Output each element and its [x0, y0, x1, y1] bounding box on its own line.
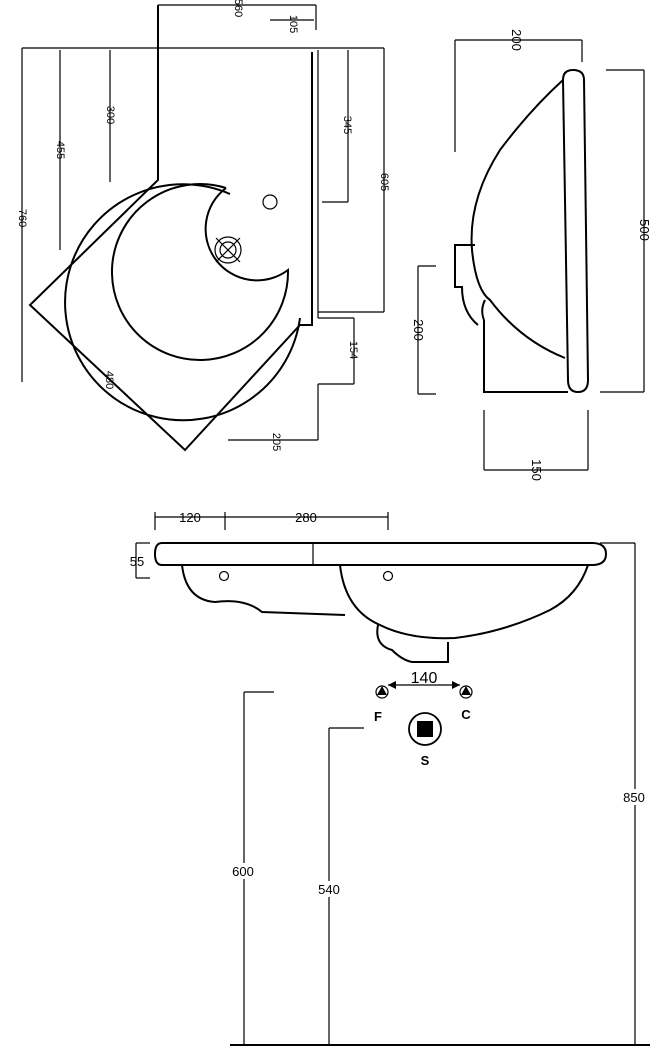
plan-dim-455: 455 — [54, 141, 66, 159]
front-view: 120 280 55 140 F C S 600 — [130, 510, 650, 1046]
front-left-hole — [218, 570, 230, 582]
plan-dim-300: 300 — [104, 106, 116, 124]
plan-dim-605: 605 — [378, 173, 390, 191]
front-dim-600-bg — [232, 863, 258, 879]
front-rim — [153, 542, 608, 566]
plan-dim-205: 205 — [270, 433, 282, 451]
plan-dim-105: 105 — [287, 15, 299, 33]
side-bowl-lower — [481, 299, 486, 321]
cold-label: C — [461, 707, 471, 722]
plan-dim-154: 154 — [347, 341, 359, 359]
cold-connector-icon — [459, 685, 473, 699]
front-dim-140-arrow-l — [388, 681, 396, 689]
side-waste — [454, 244, 479, 326]
plan-bowl-outer — [64, 183, 301, 422]
side-view: 200 500 200 150 — [411, 29, 650, 481]
front-dim-540-bg — [316, 881, 344, 897]
front-dim-140: 140 — [411, 670, 438, 687]
plan-dim-345: 345 — [341, 116, 353, 134]
side-rim — [561, 68, 590, 394]
front-dim-280: 280 — [295, 510, 317, 525]
front-dim-120: 120 — [179, 510, 201, 525]
front-dim-850: 850 — [623, 790, 645, 805]
plan-bowl-inner — [110, 183, 290, 361]
plan-basin-outline — [28, 5, 313, 452]
front-bowl-hole — [382, 570, 394, 582]
plan-dim-480: 480 — [103, 371, 115, 389]
waste-label: S — [421, 753, 430, 768]
front-left-body — [181, 564, 346, 616]
side-dim-200-left: 200 — [411, 319, 426, 341]
front-dim-850-bg — [622, 789, 650, 805]
front-dim-600: 600 — [232, 864, 254, 879]
plan-dim-760: 760 — [16, 209, 28, 227]
plan-dim-560: 560 — [232, 0, 244, 17]
side-bowl — [470, 79, 566, 359]
front-dim-55: 55 — [130, 554, 144, 569]
side-dim-500: 500 — [637, 219, 650, 241]
side-dim-200-top: 200 — [509, 29, 524, 51]
plan-waste-icon — [214, 236, 242, 264]
front-bowl — [339, 564, 589, 640]
feed-connector-icon — [375, 685, 389, 699]
front-dim-540: 540 — [318, 882, 340, 897]
feed-label: F — [374, 709, 382, 724]
front-dim-140-arrow-r — [452, 681, 460, 689]
front-waste-outlet — [376, 624, 449, 663]
plan-tap-hole — [262, 194, 278, 210]
waste-outlet-icon — [408, 712, 442, 746]
side-dim-150: 150 — [529, 459, 544, 481]
plan-view: 760 455 300 560 105 345 605 154 480 205 — [16, 0, 390, 452]
side-trap — [483, 320, 568, 393]
